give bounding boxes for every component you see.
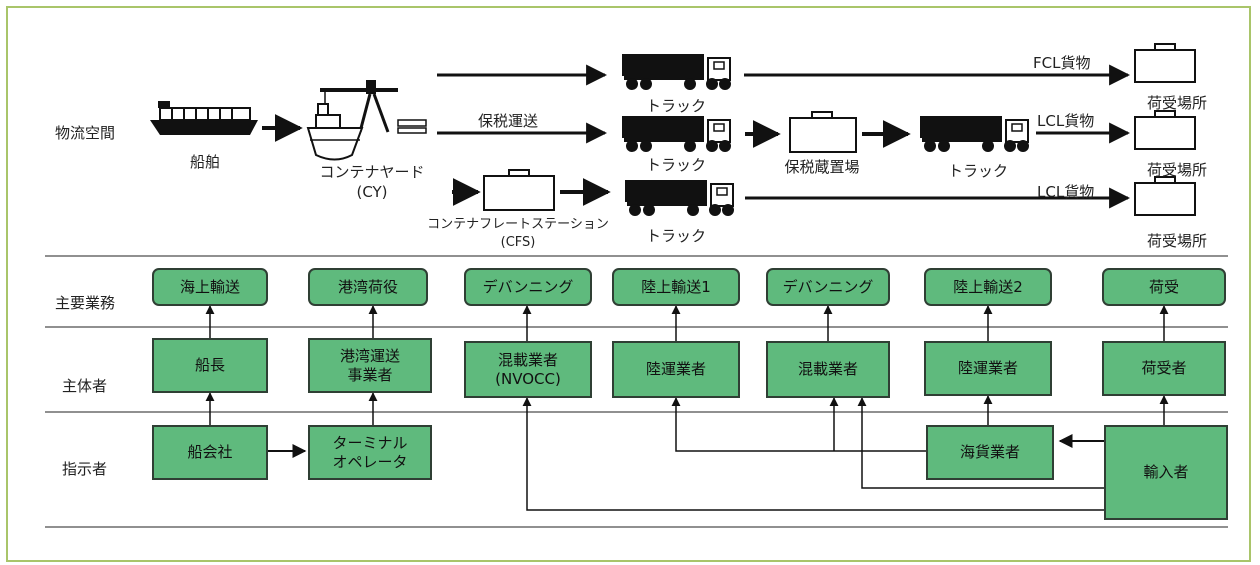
crane-icon [320,80,427,134]
bonded-area-container-icon [789,111,857,153]
truck-icon [621,115,732,153]
row-label-business: 主要業務 [55,294,116,312]
row-label-instructor: 指示者 [62,460,108,478]
business-land-transport-1: 陸上輸送1 [612,268,740,306]
cy-abbr-label: (CY) [356,183,388,201]
lcl-label: LCL貨物 [1037,112,1095,130]
receiving-container-icon [1134,43,1196,83]
actor-land-carrier: 陸運業者 [924,341,1052,396]
truck-label: トラック [947,162,1009,180]
truck-label: トラック [645,97,707,115]
instructor-importer: 輸入者 [1104,425,1228,520]
ship-icon [150,101,258,135]
actor-captain: 船長 [152,338,268,393]
business-port-cargo-handling: 港湾荷役 [308,268,428,306]
ship-label: 船舶 [189,153,221,171]
receiving-container-icon [1134,176,1196,216]
actor-port-transport-operator: 港湾運送事業者 [308,338,432,393]
actor-nvocc: 混載業者(NVOCC) [464,341,592,398]
actor-consolidator: 混載業者 [766,341,890,398]
row-label-actor: 主体者 [62,377,108,395]
cfs-abbr-label: (CFS) [500,235,536,250]
cfs-container-icon [483,169,555,211]
actor-land-carrier: 陸運業者 [612,341,740,398]
receiving-label: 荷受場所 [1146,161,1208,179]
docked-ship-icon [306,103,364,161]
instructor-forwarder: 海貨業者 [926,425,1054,480]
row-label-physical: 物流空間 [55,124,116,142]
truck-icon [624,179,735,217]
bonded-area-label: 保税蔵置場 [784,158,860,176]
diagram-frame [6,6,1251,562]
cy-label: コンテナヤード [319,163,425,181]
receiving-label: 荷受場所 [1146,94,1208,112]
business-land-transport-2: 陸上輸送2 [924,268,1052,306]
business-devanning: デバンニング [766,268,890,306]
cfs-label: コンテナフレートステーション [427,217,609,232]
business-receiving: 荷受 [1102,268,1226,306]
receiving-container-icon [1134,110,1196,150]
actor-consignee: 荷受者 [1102,341,1226,396]
truck-label: トラック [645,156,707,174]
receiving-label: 荷受場所 [1146,232,1208,250]
instructor-terminal-operator: ターミナルオペレータ [308,425,432,480]
instructor-shipping-company: 船会社 [152,425,268,480]
business-sea-transport: 海上輸送 [152,268,268,306]
business-devanning: デバンニング [464,268,592,306]
truck-icon [919,115,1030,153]
bonded-transport-label: 保税運送 [477,112,539,130]
truck-icon [621,53,732,91]
fcl-label: FCL貨物 [1033,54,1091,72]
truck-label: トラック [645,227,707,245]
lcl-label: LCL貨物 [1037,183,1095,201]
